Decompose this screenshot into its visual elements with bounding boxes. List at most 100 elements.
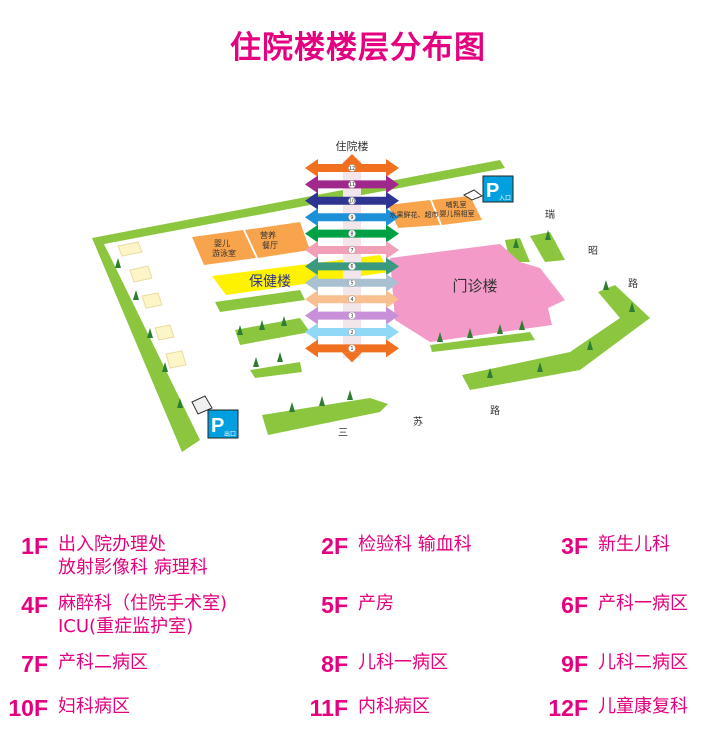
legend-department: 儿科一病区 [358, 652, 448, 673]
floor-marker [348, 213, 356, 222]
floor-marker [348, 196, 356, 205]
legend-floor: 12F [548, 695, 588, 721]
tree-icon [253, 357, 259, 367]
legend-department: 产房 [358, 593, 394, 614]
floor-number: 10 [349, 199, 355, 205]
road-right-1: 瑞 [545, 209, 555, 221]
floor-arrow-5: 5 [305, 273, 399, 292]
floor-arrow-12: 12 [305, 154, 399, 177]
floor-arrow-6: 6 [305, 257, 399, 276]
lawn-mid-3 [215, 290, 305, 312]
legend-floor: 4F [21, 592, 48, 618]
outpatient-building [390, 244, 565, 342]
tree-icon [289, 402, 295, 412]
trees [115, 230, 635, 412]
legend-floor: 3F [561, 533, 588, 559]
tree-icon [537, 362, 543, 372]
floor-number: 12 [349, 166, 355, 172]
road-right-2: 昭 [588, 245, 598, 257]
parking-exit-sign: P 出口 [191, 395, 239, 439]
legend-floor: 7F [21, 651, 48, 677]
legend-floor: 5F [321, 592, 348, 618]
swimming-label-2: 游泳室 [212, 248, 236, 258]
floor-number: 5 [350, 281, 353, 287]
legend-floor: 1F [21, 533, 48, 559]
tree-icon [545, 230, 551, 240]
tree-icon [259, 320, 265, 330]
tree-icon [347, 390, 353, 400]
tree-icon [162, 362, 168, 372]
floor-arrow-7: 7 [305, 241, 399, 259]
road-right-3: 路 [628, 277, 638, 290]
legend-department: ICU(重症监护室) [58, 616, 194, 637]
parking-exit-label: 出口 [224, 430, 236, 438]
lawn-mid-1 [235, 318, 310, 345]
outpatient-building-label: 门诊楼 [452, 277, 497, 295]
legend-department: 儿童康复科 [598, 696, 688, 717]
legend-floor: 6F [561, 592, 588, 618]
legend-department: 内科病区 [358, 696, 430, 717]
floor-arrow-8: 8 [305, 224, 399, 243]
floor-number: 6 [350, 264, 353, 270]
tree-icon [133, 290, 139, 300]
floor-marker [348, 295, 356, 304]
parking-entrance-symbol: P [486, 180, 499, 202]
inpatient-building-label: 住院楼 [336, 139, 369, 153]
floor-arrow-10: 10 [305, 191, 399, 210]
health-building-label: 保健楼 [249, 274, 291, 290]
legend-floor: 10F [8, 695, 48, 721]
restaurant-label-2: 餐厅 [262, 241, 278, 250]
floor-arrow-11: 11 [305, 175, 399, 194]
parking-exit-symbol: P [211, 415, 224, 437]
floor-number: 1 [350, 346, 353, 352]
tree-icon [629, 302, 635, 312]
floor-number: 3 [350, 313, 353, 319]
tree-icon [115, 258, 121, 268]
floor-marker [348, 344, 356, 353]
lawn-front [430, 332, 535, 352]
floor-number: 8 [350, 231, 353, 237]
road-bottom-2: 苏 [413, 415, 423, 428]
restaurant [245, 222, 310, 258]
road-bottom-3: 路 [490, 404, 500, 417]
road-bottom-1: 三 [338, 428, 348, 439]
lawn-bottom [262, 398, 388, 435]
parking-entrance-label: 入口 [499, 195, 511, 202]
legend-floor: 9F [561, 651, 588, 677]
legend-floor: 2F [321, 533, 348, 559]
tree-icon [319, 396, 325, 406]
floor-arrow-2: 2 [305, 323, 399, 341]
shop-label: 水果鲜花、超市 [390, 210, 439, 219]
tree-icon [147, 328, 153, 338]
page-title: 住院楼楼层分布图 [230, 30, 486, 66]
floor-marker [348, 164, 356, 172]
restaurant-label-1: 营养 [260, 230, 276, 240]
floor-number: 2 [350, 330, 353, 336]
floor-marker [348, 229, 356, 238]
legend-department: 放射影像科 病理科 [58, 557, 208, 578]
health-building [212, 255, 390, 295]
legend-floor: 11F [309, 695, 348, 721]
floor-marker [348, 328, 356, 336]
baby-room-label-1: 哺乳室 [446, 200, 467, 209]
lawn-right [462, 285, 650, 390]
floor-marker [348, 246, 356, 254]
tree-icon [513, 238, 519, 248]
legend-department: 出入院办理处 [58, 534, 166, 555]
swimming-room [192, 230, 256, 265]
swimming-label-1: 婴儿 [214, 239, 230, 248]
parking-slots [117, 241, 187, 369]
tree-icon [603, 280, 609, 290]
legend-department: 妇科病区 [58, 696, 130, 717]
tree-icon [281, 316, 287, 326]
tree-icon [277, 352, 283, 362]
floor-marker [348, 278, 356, 287]
floor-arrow-9: 9 [305, 208, 399, 227]
tree-icon [587, 340, 593, 350]
tree-icon [487, 368, 493, 378]
arrow-up-shape [342, 154, 362, 164]
floor-arrow-4: 4 [305, 290, 399, 309]
floor-number: 4 [350, 297, 353, 303]
lawn-mid-2 [250, 362, 302, 378]
floor-arrow-1: 1 [305, 339, 399, 363]
